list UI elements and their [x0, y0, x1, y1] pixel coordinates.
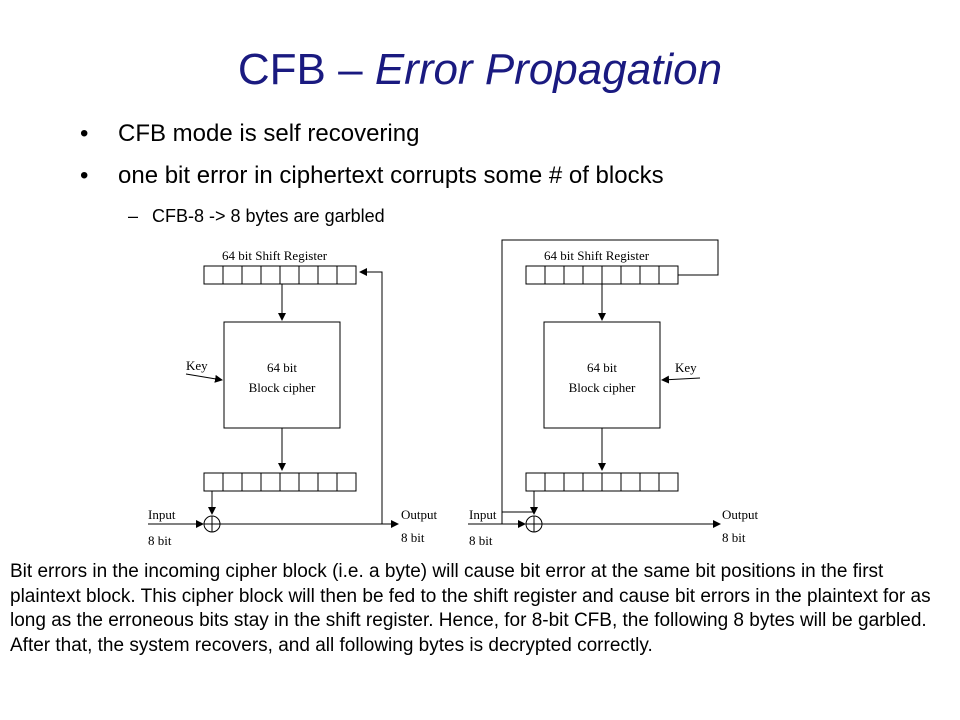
slide-title: CFB – Error Propagation [0, 45, 960, 94]
right-cipher-label-2: Block cipher [569, 380, 636, 395]
left-output-label: Output [401, 507, 438, 522]
title-italic: Error Propagation [374, 45, 723, 94]
sub-bullet-dash: – [128, 206, 139, 226]
right-block-cipher [543, 321, 661, 429]
left-block-cipher [223, 321, 341, 429]
bullet-item: CFB mode is self recovering [80, 120, 664, 149]
right-input-bits: 8 bit [469, 533, 493, 548]
left-input-bits: 8 bit [148, 533, 172, 548]
sub-bullet-text: CFB-8 -> 8 bytes are garbled [152, 206, 385, 226]
right-output-label: Output [722, 507, 759, 522]
right-input-label: Input [469, 507, 497, 522]
left-cipher-label-2: Block cipher [249, 380, 316, 395]
left-diagram: 64 bit Shift Register 64 bit Block ciphe… [148, 248, 438, 548]
explanation-paragraph: Bit errors in the incoming cipher block … [10, 561, 931, 657]
left-input-label: Input [148, 507, 176, 522]
left-key-label: Key [186, 358, 208, 373]
left-cipher-label-1: 64 bit [267, 360, 297, 375]
right-shift-register-label: 64 bit Shift Register [544, 248, 650, 263]
left-shift-register-label: 64 bit Shift Register [222, 248, 328, 263]
right-cipher-label-1: 64 bit [587, 360, 617, 375]
right-key-label: Key [675, 360, 697, 375]
bullet-item: one bit error in ciphertext corrupts som… [80, 162, 664, 191]
right-output-bits: 8 bit [722, 530, 746, 545]
sub-bullet: –CFB-8 -> 8 bytes are garbled [128, 206, 385, 227]
left-feedback-line [359, 268, 383, 524]
right-wrap-line [501, 239, 719, 524]
left-output-bits: 8 bit [401, 530, 425, 545]
bullet-list: CFB mode is self recovering one bit erro… [80, 120, 664, 204]
right-diagram: 64 bit Shift Register 64 bit Block ciphe… [468, 239, 759, 548]
title-main: CFB – [237, 45, 375, 94]
